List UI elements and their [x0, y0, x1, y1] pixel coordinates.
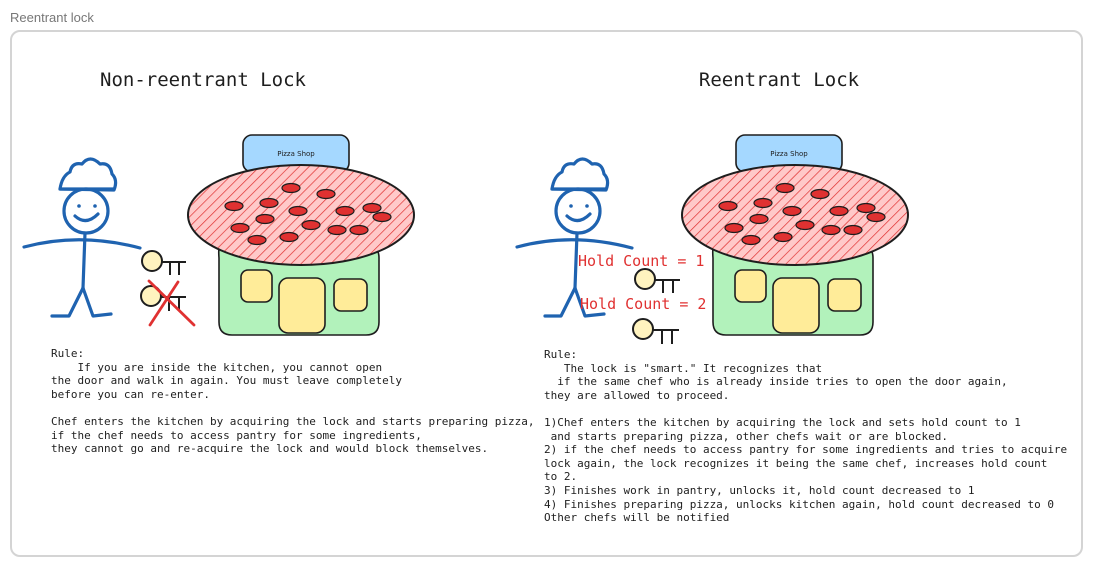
- left-blocked-key-icon: [140, 285, 186, 311]
- left-window-left: [240, 269, 273, 303]
- left-chef-body: [81, 231, 87, 290]
- left-chef-arms: [22, 238, 142, 250]
- right-chef-left-leg: [543, 286, 577, 318]
- left-chef-head: [62, 187, 110, 235]
- left-chef: [22, 157, 142, 318]
- diagram-frame: [10, 30, 1083, 557]
- right-pizza-shop: [681, 134, 909, 336]
- page-label: Reentrant lock: [10, 10, 94, 25]
- left-window-right: [333, 278, 368, 312]
- left-key-icon: [141, 250, 186, 275]
- right-chef-head: [554, 187, 602, 235]
- hold-count-1-label: Hold Count = 1: [578, 252, 704, 270]
- left-cross-icon: [147, 279, 196, 327]
- right-key-1-icon: [634, 268, 680, 293]
- left-chef-right-leg: [81, 286, 113, 318]
- right-title: Reentrant Lock: [699, 69, 860, 91]
- right-chef: [515, 157, 634, 318]
- right-chef-body: [573, 231, 579, 290]
- left-shop-sign-text: Pizza Shop: [277, 150, 315, 158]
- right-chef-right-leg: [573, 286, 606, 318]
- right-window-right: [827, 278, 862, 312]
- left-pepperoni-group: [224, 182, 392, 246]
- right-chef-hat-icon: [550, 157, 610, 192]
- left-title: Non-reentrant Lock: [100, 69, 306, 91]
- right-door: [772, 277, 820, 334]
- left-rule-text: Rule: If you are inside the kitchen, you…: [51, 347, 535, 456]
- right-pepperoni-group: [718, 182, 886, 246]
- left-chef-left-leg: [50, 286, 85, 318]
- right-chef-arms: [515, 238, 634, 250]
- right-key-2-icon: [632, 318, 679, 344]
- right-shop-sign-text: Pizza Shop: [770, 150, 808, 158]
- left-pizza-shop: [187, 134, 415, 336]
- right-window-left: [734, 269, 767, 303]
- right-rule-text: Rule: The lock is "smart." It recognizes…: [544, 348, 1068, 525]
- hold-count-2-label: Hold Count = 2: [580, 295, 706, 313]
- left-chef-hat-icon: [58, 157, 118, 192]
- left-door: [278, 277, 326, 334]
